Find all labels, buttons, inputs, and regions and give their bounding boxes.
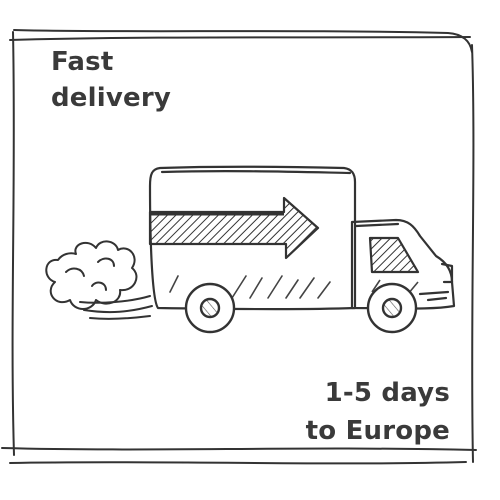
wheel-front-icon (366, 282, 418, 334)
headline-line-2: delivery (51, 83, 172, 113)
tagline: 1-5 days to Europe (306, 374, 450, 450)
wheel-rear-icon (184, 282, 236, 334)
tagline-line-1: 1-5 days (324, 378, 450, 408)
arrow-icon (148, 196, 320, 260)
exhaust-cloud-icon (45, 240, 153, 320)
headline: Fast delivery (51, 44, 171, 116)
tagline-line-2: to Europe (305, 416, 450, 446)
headline-line-1: Fast (51, 47, 114, 77)
